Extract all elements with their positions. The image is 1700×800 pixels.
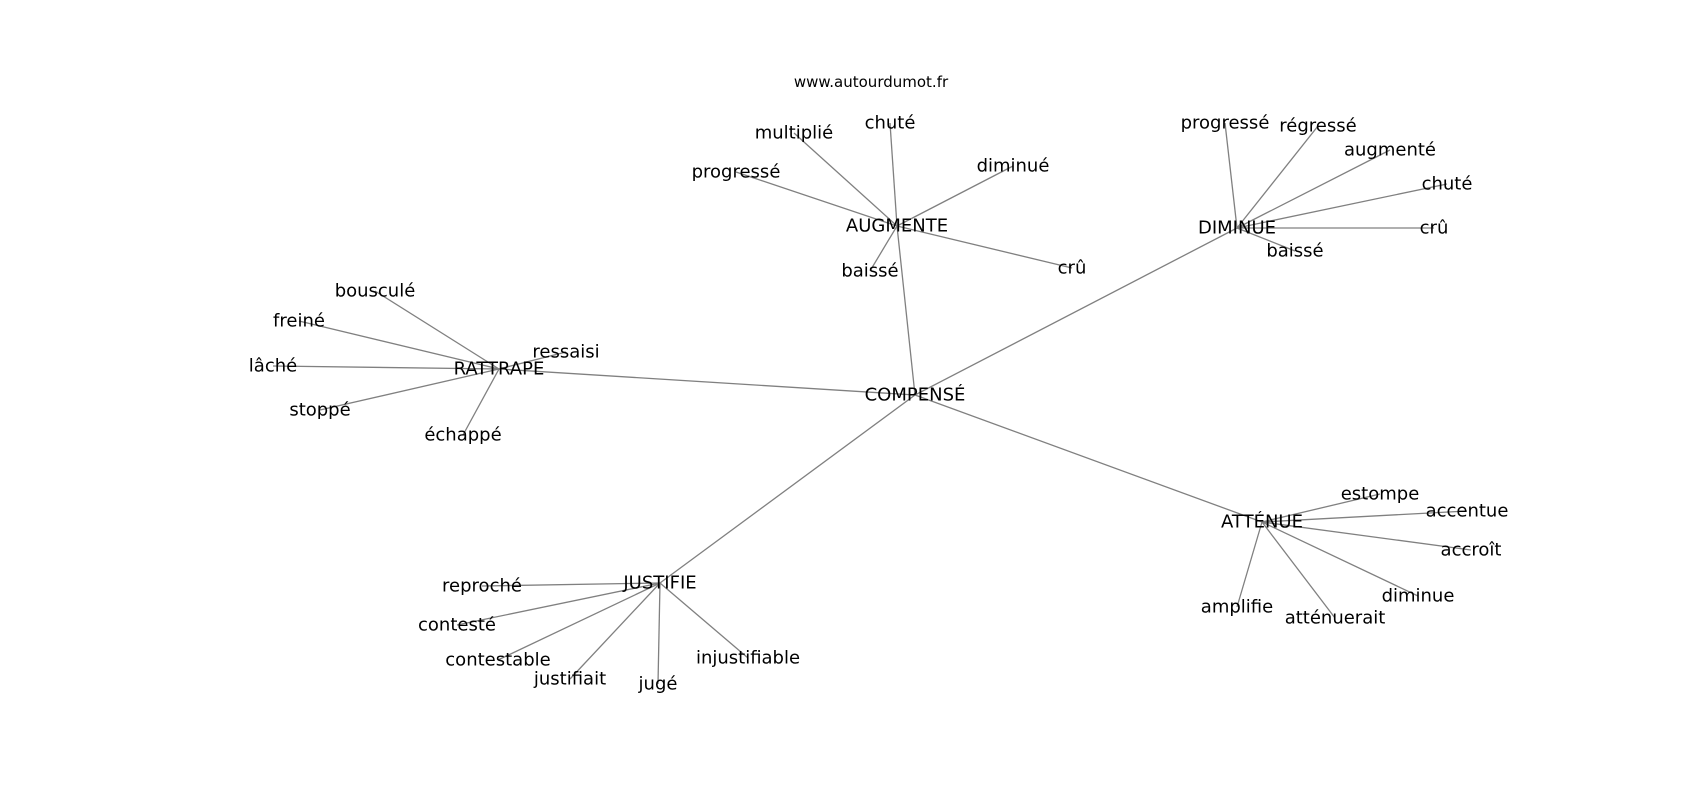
leaf-node-rattrape-echappe[interactable]: échappé — [424, 425, 501, 446]
label-layer: COMPENSÉ AUGMENTE chuté multiplié progressé d… — [249, 113, 1509, 695]
edge-justifie-conteste-1 — [456, 582, 661, 626]
edge-rattrape-lache-2 — [272, 365, 500, 370]
leaf-node-justifie-conteste[interactable]: contesté — [418, 615, 496, 636]
leaf-node-justifie-contestable[interactable]: contestable — [445, 650, 550, 671]
hub-node-rattrape[interactable]: RATTRAPE — [454, 359, 545, 380]
edge-center-diminue — [914, 227, 1238, 396]
edge-rattrape-echappe-4 — [462, 368, 500, 436]
edge-justifie-contestable-2 — [497, 582, 661, 661]
leaf-node-augmente-cru[interactable]: crû — [1058, 258, 1087, 279]
leaf-node-augmente-diminue[interactable]: diminué — [977, 156, 1050, 177]
edge-justifie-juge-4 — [657, 582, 661, 685]
edge-augmente-progresse-2 — [735, 171, 898, 227]
edge-justifie-justifiait-3 — [569, 582, 661, 680]
edge-attenue-estompe-0 — [1261, 493, 1381, 523]
leaf-node-justifie-injustifiable[interactable]: injustifiable — [696, 648, 800, 669]
edge-attenue-attenuerait-4 — [1261, 521, 1336, 619]
edge-attenue-accroit-2 — [1261, 521, 1472, 551]
edge-attenue-amplifie-5 — [1236, 521, 1263, 608]
site-url[interactable]: www.autourdumot.fr — [794, 73, 949, 91]
edge-diminue-chute-3 — [1236, 183, 1448, 229]
edge-augmente-chute-0 — [889, 122, 898, 227]
hub-node-attenue[interactable]: ATTÉNUE — [1221, 511, 1303, 533]
edge-rattrape-ressaisi-5 — [498, 351, 567, 370]
center-node-compense[interactable]: COMPENSÉ — [865, 384, 966, 406]
leaf-node-rattrape-stoppe[interactable]: stoppé — [289, 400, 350, 421]
edge-diminue-progresse-0 — [1224, 122, 1238, 229]
leaf-node-attenue-accentue[interactable]: accentue — [1426, 501, 1509, 522]
leaf-node-diminue-chute[interactable]: chuté — [1422, 174, 1473, 195]
leaf-node-diminue-baisse[interactable]: baissé — [1266, 241, 1323, 262]
hub-node-diminue[interactable]: DIMINUE — [1198, 218, 1276, 239]
leaf-node-augmente-chute[interactable]: chuté — [865, 113, 916, 134]
edge-diminue-augmente-2 — [1236, 149, 1391, 229]
leaf-node-rattrape-bouscule[interactable]: bousculé — [335, 281, 416, 302]
leaf-node-augmente-multiplie[interactable]: multiplié — [755, 123, 834, 144]
leaf-node-attenue-amplifie[interactable]: amplifie — [1201, 597, 1273, 618]
edge-layer — [272, 122, 1472, 685]
edge-justifie-reproche-0 — [481, 582, 661, 587]
leaf-node-rattrape-freine[interactable]: freiné — [273, 311, 325, 332]
edge-attenue-accentue-1 — [1261, 510, 1468, 523]
edge-attenue-diminue-3 — [1261, 521, 1419, 597]
leaf-node-augmente-progresse[interactable]: progressé — [692, 162, 781, 183]
edge-rattrape-freine-1 — [298, 320, 500, 370]
leaf-node-attenue-diminue[interactable]: diminue — [1382, 586, 1455, 607]
edge-center-rattrape — [498, 368, 916, 396]
edge-diminue-baisse-5 — [1236, 227, 1296, 252]
edge-rattrape-bouscule-0 — [374, 290, 500, 370]
leaf-node-justifie-juge[interactable]: jugé — [638, 674, 678, 695]
edge-center-justifie — [659, 394, 916, 584]
edge-augmente-baisse-4 — [869, 225, 898, 272]
leaf-node-augmente-baisse[interactable]: baissé — [841, 261, 898, 282]
leaf-node-diminue-augmente[interactable]: augmenté — [1344, 140, 1436, 161]
leaf-node-rattrape-lache[interactable]: lâché — [249, 356, 297, 377]
edge-rattrape-stoppe-3 — [319, 368, 500, 411]
hub-node-justifie[interactable]: JUSTIFIE — [622, 573, 696, 594]
leaf-node-justifie-reproche[interactable]: reproché — [442, 576, 522, 597]
leaf-node-attenue-estompe[interactable]: estompe — [1341, 484, 1420, 505]
hub-node-augmente[interactable]: AUGMENTE — [846, 216, 948, 237]
edge-diminue-regresse-1 — [1236, 125, 1319, 229]
edge-augmente-multiplie-1 — [793, 132, 898, 227]
leaf-node-attenue-attenuerait[interactable]: atténuerait — [1285, 608, 1386, 629]
edge-augmente-diminue-3 — [896, 165, 1014, 227]
leaf-node-diminue-cru[interactable]: crû — [1420, 218, 1449, 239]
edge-center-augmente — [896, 225, 916, 396]
edge-augmente-cru-5 — [896, 225, 1073, 269]
edge-center-attenue — [914, 394, 1263, 523]
edge-justifie-injustifiable-5 — [659, 582, 749, 659]
leaf-node-justifie-justifiait[interactable]: justifiait — [533, 669, 606, 690]
leaf-node-diminue-progresse[interactable]: progressé — [1181, 113, 1270, 134]
leaf-node-attenue-accroit[interactable]: accroît — [1441, 540, 1502, 561]
leaf-node-rattrape-ressaisi[interactable]: ressaisi — [532, 342, 599, 363]
leaf-node-diminue-regresse[interactable]: régressé — [1279, 116, 1356, 137]
